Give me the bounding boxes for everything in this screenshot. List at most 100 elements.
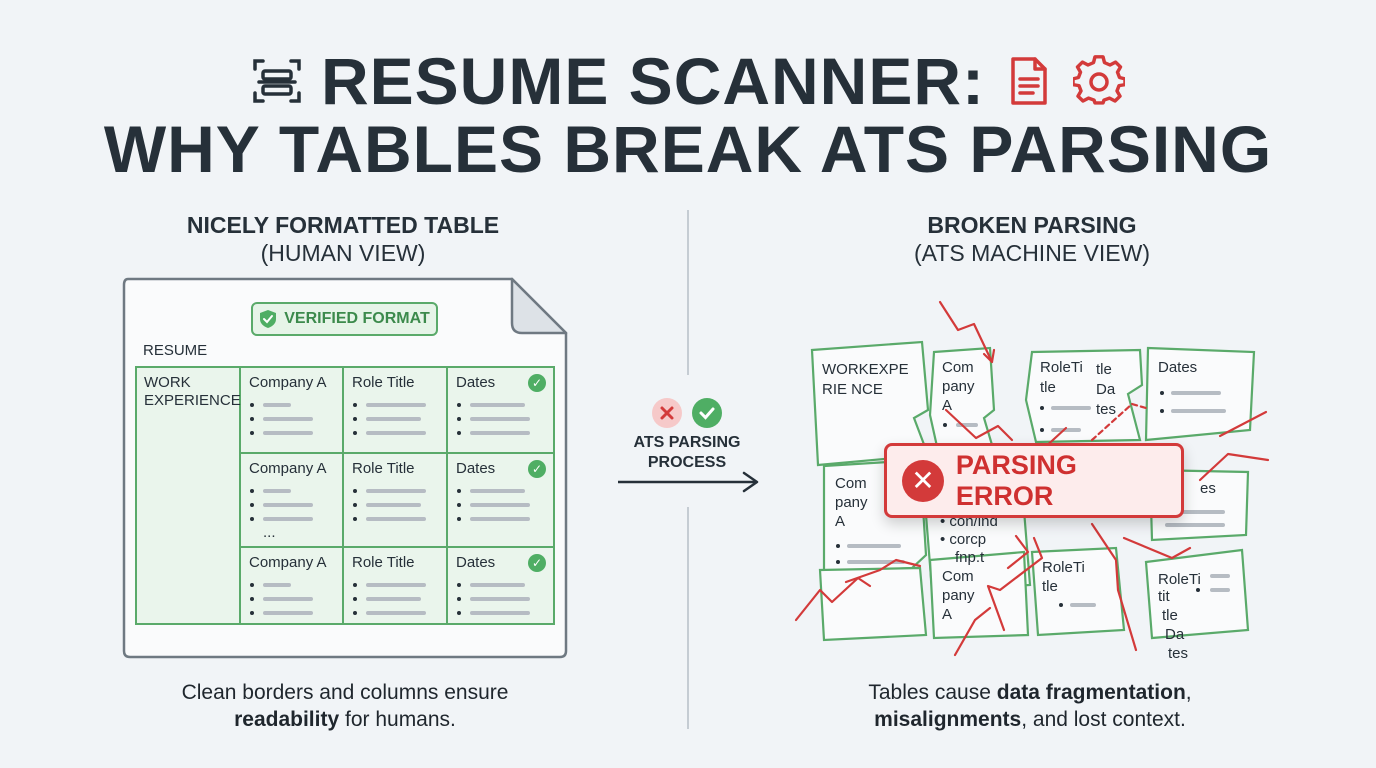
fragment-role-right [1144, 548, 1250, 640]
bullet-row [457, 426, 530, 440]
bullet-row [353, 498, 426, 512]
placeholder-bar [263, 489, 291, 493]
parsing-error-box: ✕ PARSING ERROR [884, 443, 1184, 518]
red-arrow-13 [1090, 402, 1148, 442]
bullet-dot [250, 611, 254, 615]
bullet-list [353, 398, 426, 440]
placeholder-bar [263, 611, 313, 615]
bullet-row [250, 426, 313, 440]
red-arrow-9 [1198, 452, 1270, 482]
table-cell [448, 454, 553, 548]
placeholder-bar [263, 597, 313, 601]
bullet-row [250, 484, 313, 498]
table-cell [241, 548, 344, 623]
bullet-row [353, 578, 426, 592]
placeholder-bar [263, 417, 313, 421]
frag-garb-3: fnp.t [955, 549, 985, 566]
title-line-1: RESUME SCANNER: [0, 48, 1376, 117]
frag-cbot-2: pany [942, 587, 975, 604]
bullet-row [250, 592, 313, 606]
table-cell-dates: Dates [456, 460, 496, 477]
placeholder-bar [366, 417, 421, 421]
fragment-company-bot2 [928, 550, 1030, 640]
frag-rr-4: Da [1165, 626, 1185, 643]
bullet-row [250, 498, 313, 512]
bullet-row [353, 592, 426, 606]
table-cell [344, 548, 448, 623]
red-arrow-1 [938, 300, 994, 364]
bullet-dot [250, 583, 254, 587]
table-cell [344, 454, 448, 548]
parsing-error-text: PARSING ERROR [955, 449, 1077, 511]
bullet-row [457, 578, 530, 592]
bullet-row [457, 398, 530, 412]
placeholder-bar [470, 403, 525, 407]
table-cell-dates: Dates [456, 554, 496, 571]
left-caption-line1: Clean borders and columns ensure [181, 681, 509, 704]
red-arrow-12 [1006, 534, 1030, 570]
bullet-dot [353, 517, 357, 521]
bullet-row [457, 512, 530, 526]
title-text-1: RESUME SCANNER: [320, 44, 986, 118]
frag-rtop-1: RoleTi [1040, 359, 1083, 376]
check-circle-icon [692, 398, 722, 428]
frag-rr-3: tle [1162, 607, 1178, 624]
placeholder-bar [263, 583, 291, 587]
divider-bottom [687, 507, 689, 729]
placeholder-bar [470, 611, 530, 615]
divider-top [687, 210, 689, 375]
frag-ctop-2: pany [942, 378, 975, 395]
bullet-list [457, 398, 530, 440]
bullet-dot [250, 503, 254, 507]
bullet-row [457, 592, 530, 606]
bullet-dot [353, 583, 357, 587]
placeholder-bar [470, 583, 525, 587]
frag-cbot-1: Com [942, 568, 974, 585]
bullet-row [250, 398, 313, 412]
red-arrow-5 [944, 408, 1014, 442]
frag-rtop-2: tle [1040, 379, 1056, 396]
bullet-dot [457, 597, 461, 601]
frag-rr-2: tit [1158, 588, 1171, 605]
placeholder-bar [366, 431, 426, 435]
placeholder-bar [470, 431, 530, 435]
frag-rbot-1: RoleTi [1042, 559, 1085, 576]
red-arrow-3 [844, 558, 922, 584]
left-caption-rest: for humans. [339, 708, 456, 731]
frag-rr-1: RoleTi [1158, 571, 1201, 588]
resume-label: RESUME [143, 342, 208, 359]
placeholder-bar [263, 503, 313, 507]
table-cell-company: Company A [249, 554, 327, 571]
table-cell [448, 368, 553, 454]
red-arrow-4 [953, 606, 992, 657]
section-cell [137, 368, 241, 623]
left-heading: NICELY FORMATTED TABLE (HUMAN VIEW) [143, 211, 543, 267]
red-arrow-1-head [982, 348, 996, 364]
fragment-workexp [810, 340, 930, 467]
frag-dsplit-1: tle [1096, 361, 1112, 378]
bullet-row [250, 512, 313, 526]
fragment-role-bot [1030, 546, 1126, 637]
left-heading-sub: (HUMAN VIEW) [260, 240, 426, 266]
bullet-dot [457, 431, 461, 435]
left-caption-bold: readability [234, 708, 340, 731]
bullet-dot [457, 503, 461, 507]
bullet-dot [250, 403, 254, 407]
placeholder-bar [366, 403, 426, 407]
placeholder-bar [366, 597, 421, 601]
placeholder-bar [470, 517, 530, 521]
table-cell-role: Role Title [352, 554, 415, 571]
left-caption: Clean borders and columns ensure readabi… [130, 679, 560, 733]
placeholder-bar [470, 597, 530, 601]
placeholder-bar [366, 517, 426, 521]
bullet-dot [353, 597, 357, 601]
frag-workexp-1: WORKEXPE [822, 361, 909, 378]
bullet-row [250, 578, 313, 592]
verified-badge-text: VERIFIED FORMAT [284, 310, 430, 327]
frag-garb-2: • corcp [940, 531, 986, 548]
process-label-line1: ATS PARSING [633, 434, 741, 451]
bullet-row [250, 412, 313, 426]
bullet-dot [353, 417, 357, 421]
